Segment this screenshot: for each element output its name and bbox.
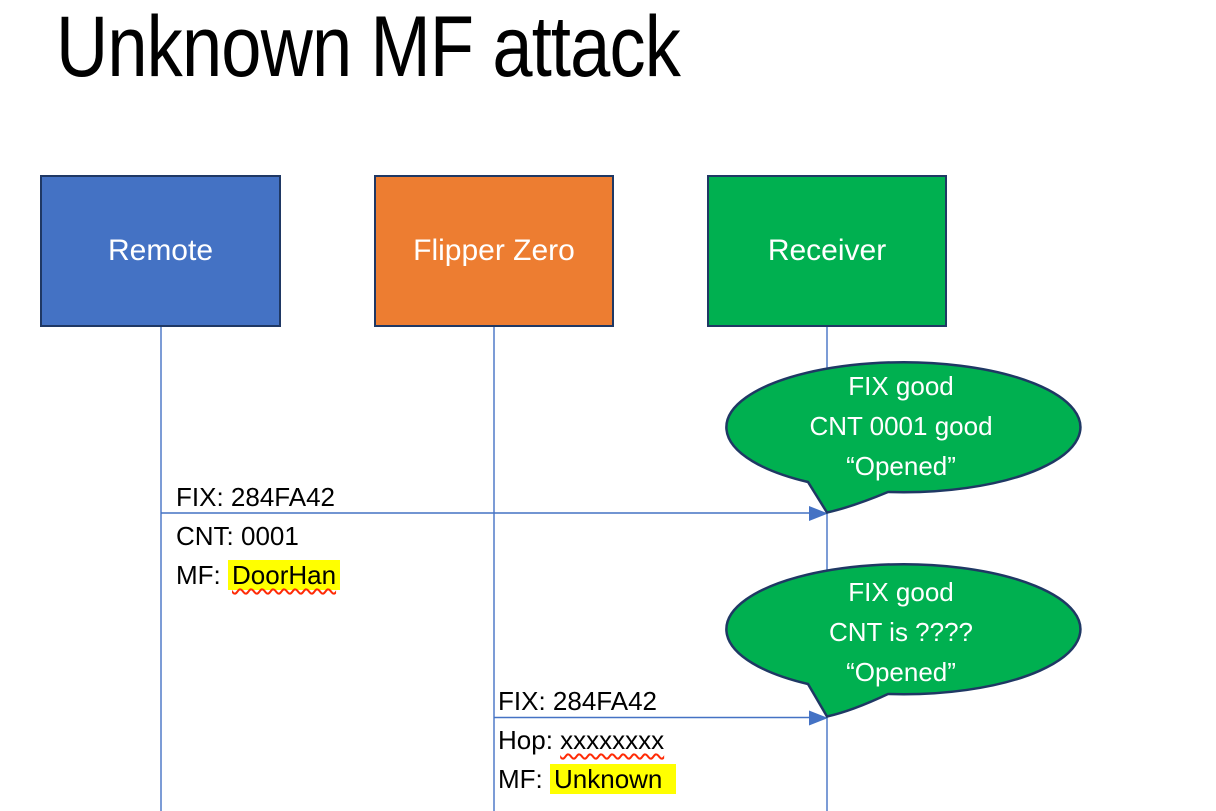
message-1-labels: FIX: 284FA42 CNT: 0001 MF: DoorHan xyxy=(176,478,341,595)
bubble-1-line-1: FIX good xyxy=(848,371,954,401)
message-2-line-mf: MF: Unknown xyxy=(498,760,677,799)
speech-bubble-2-text: FIX good CNT is ???? “Opened” xyxy=(724,572,1078,692)
actor-box-flipper-zero: Flipper Zero xyxy=(374,175,614,327)
actor-label-remote: Remote xyxy=(107,234,214,267)
misspelled-word-hopcode: xxxxxxxx xyxy=(560,725,665,755)
speech-bubble-1-text: FIX good CNT 0001 good “Opened” xyxy=(724,366,1078,486)
message-arrow-remote-to-receiver xyxy=(161,506,828,521)
arrowhead-icon xyxy=(809,710,828,726)
actor-label-flipper-zero: Flipper Zero xyxy=(413,234,575,267)
bubble-2-line-2: CNT is ???? xyxy=(828,617,974,647)
message-1-line-mf: MF: DoorHan xyxy=(176,556,341,595)
bubble-2-line-3: “Opened” xyxy=(846,657,956,687)
highlighted-word-unknown: Unknown xyxy=(550,764,677,794)
speech-bubble-1 xyxy=(725,361,1082,514)
speech-bubble-2 xyxy=(725,563,1082,718)
message-1-line-cnt: CNT: 0001 xyxy=(176,521,299,551)
message-1-line-fix: FIX: 284FA42 xyxy=(176,482,335,512)
actor-box-receiver: Receiver xyxy=(707,175,947,327)
arrowhead-icon xyxy=(809,506,828,521)
bubble-2-line-1: FIX good xyxy=(848,577,954,607)
message-2-line-hop: Hop: xxxxxxxx xyxy=(498,725,665,755)
message-arrow-flipper-to-receiver xyxy=(494,710,828,726)
highlighted-word-doorhan: DoorHan xyxy=(228,560,341,590)
message-2-labels: FIX: 284FA42 Hop: xxxxxxxx MF: Unknown xyxy=(498,682,677,799)
slide-title: Unknown MF attack xyxy=(56,0,681,95)
bubble-1-line-2: CNT 0001 good xyxy=(809,411,993,441)
actor-box-remote: Remote xyxy=(40,175,281,327)
actor-label-receiver: Receiver xyxy=(767,234,887,267)
bubble-1-line-3: “Opened” xyxy=(846,451,956,481)
message-2-line-fix: FIX: 284FA42 xyxy=(498,686,657,716)
